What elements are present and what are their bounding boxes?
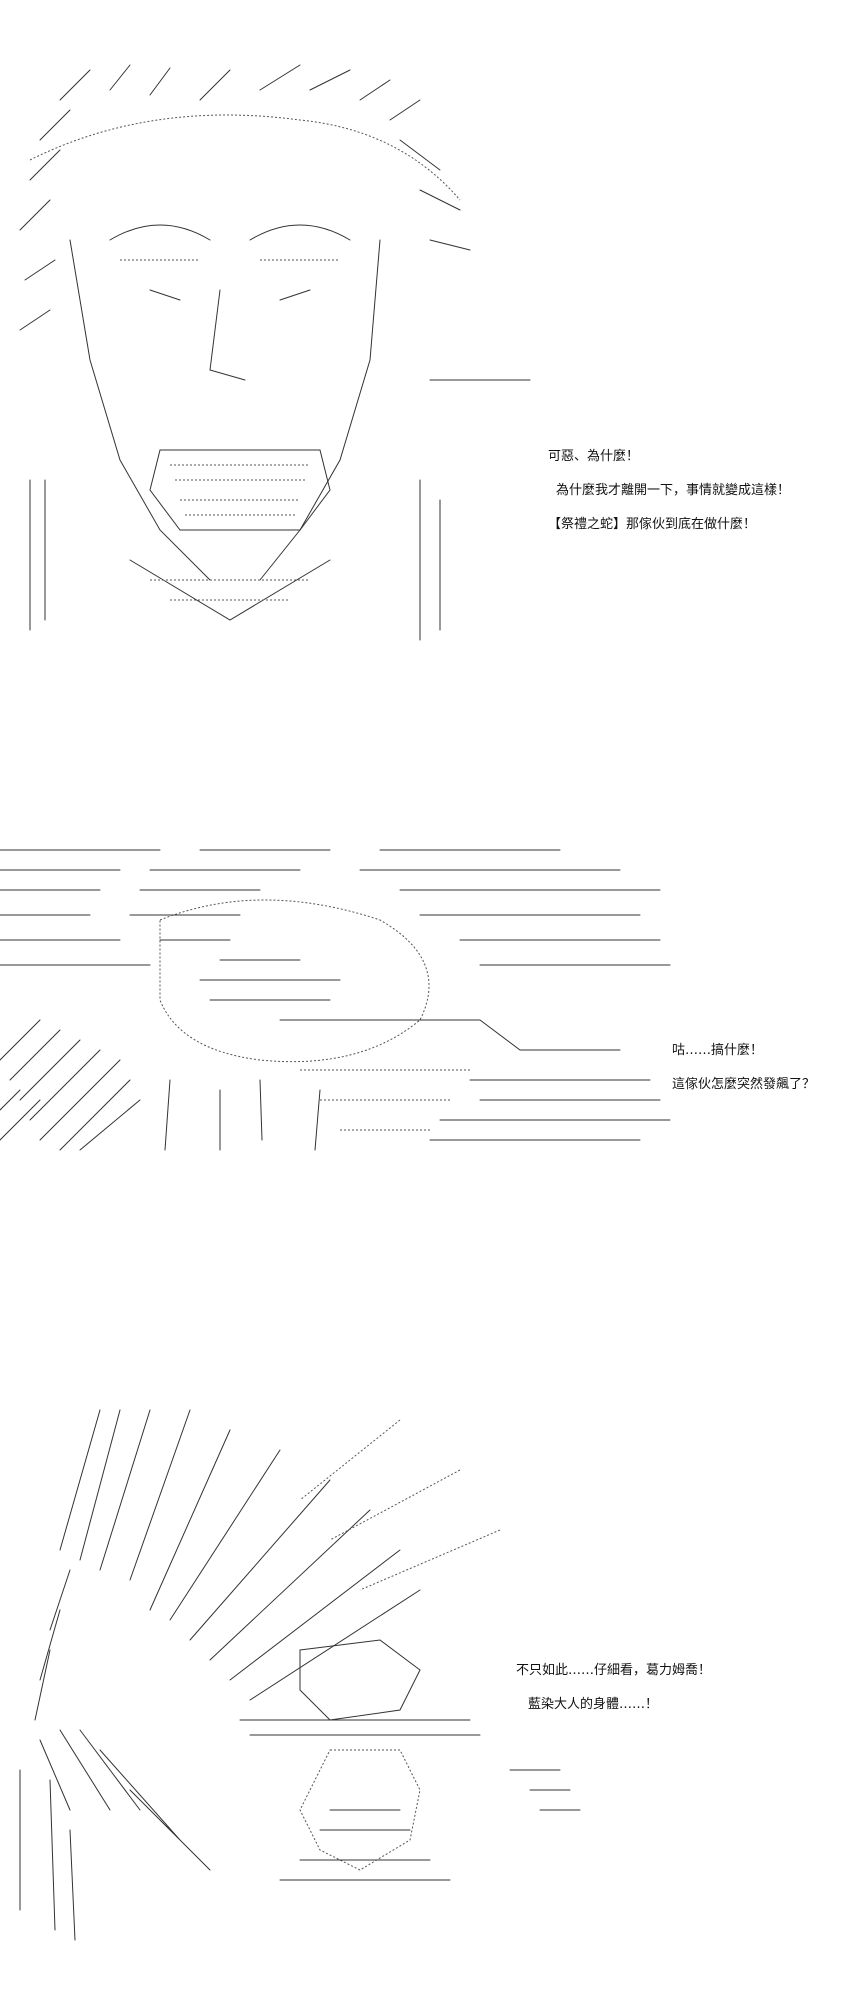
panel-2: 咕……搞什麼！ 這傢伙怎麼突然發飆了？ <box>0 820 866 1220</box>
ascii-art-explosion <box>0 849 671 1151</box>
panel-3: 不只如此……仔細看，葛力姆喬！ 藍染大人的身體……！ <box>0 1390 866 1950</box>
dialogue-line: 這傢伙怎麼突然發飆了？ <box>672 1077 816 1092</box>
dialogue-line: 為什麼我才離開一下，事情就變成這樣！ <box>556 483 791 498</box>
panel-1: 可惡、為什麼！ 為什麼我才離開一下，事情就變成這樣！ 【祭禮之蛇】那傢伙到底在做… <box>0 60 866 660</box>
dialogue-line: 藍染大人的身體……！ <box>528 1697 659 1712</box>
dialogue-line: 咕……搞什麼！ <box>672 1043 764 1058</box>
dialogue-line: 可惡、為什麼！ <box>548 449 640 464</box>
ascii-art-face <box>19 64 531 641</box>
ascii-art-figure-with-rays <box>19 1409 581 1941</box>
dialogue-line: 【祭禮之蛇】那傢伙到底在做什麼！ <box>548 517 757 532</box>
dialogue-line: 不只如此……仔細看，葛力姆喬！ <box>516 1663 712 1678</box>
